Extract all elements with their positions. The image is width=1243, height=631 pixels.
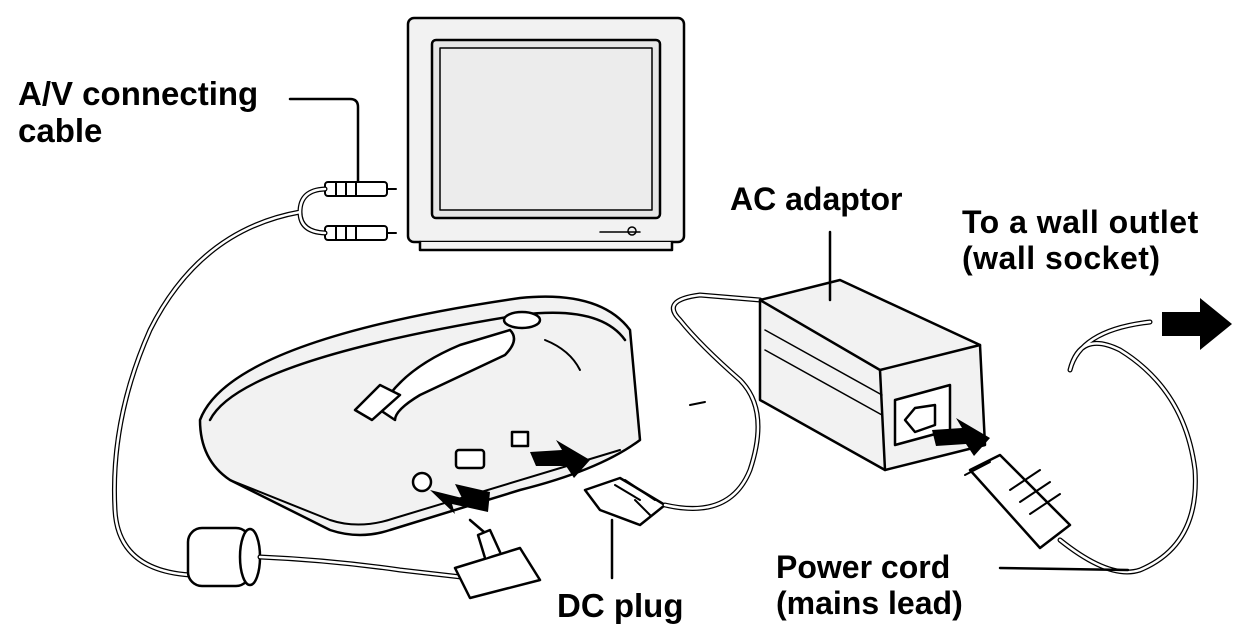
wall-label-line1: To a wall outlet bbox=[962, 204, 1199, 240]
power-cord-line2: (mains lead) bbox=[776, 584, 963, 621]
tv-icon bbox=[408, 18, 684, 250]
power-cord-line1: Power cord bbox=[776, 549, 951, 585]
wall-label-line2: (wall socket) bbox=[962, 239, 1161, 276]
wall-outlet-label: To a wall outlet (wall socket) bbox=[962, 204, 1199, 277]
arrow-ac-inlet-icon bbox=[932, 418, 990, 456]
av-plug-icon bbox=[325, 182, 396, 240]
av-cable-pointer bbox=[290, 99, 358, 185]
power-cord-label: Power cord (mains lead) bbox=[776, 549, 963, 622]
av-mini-plug-icon bbox=[455, 520, 540, 598]
power-cord-pointer bbox=[1000, 568, 1128, 570]
av-label-line1: A/V connecting bbox=[18, 75, 259, 112]
arrow-av-jack-icon bbox=[430, 484, 490, 514]
arrow-dc-jack-icon bbox=[530, 440, 590, 478]
av-label-line2: cable bbox=[18, 111, 103, 149]
ac-adaptor-label: AC adaptor bbox=[730, 181, 903, 217]
av-connecting-cable-label: A/V connecting cable bbox=[18, 75, 259, 150]
dc-plug-icon bbox=[585, 478, 665, 578]
dc-plug-label: DC plug bbox=[557, 587, 684, 624]
power-plug-icon bbox=[965, 455, 1070, 548]
ferrite-core-icon bbox=[188, 528, 260, 586]
power-cord bbox=[1060, 322, 1195, 572]
cradle-icon bbox=[200, 297, 640, 535]
arrow-right-icon bbox=[1162, 298, 1232, 350]
